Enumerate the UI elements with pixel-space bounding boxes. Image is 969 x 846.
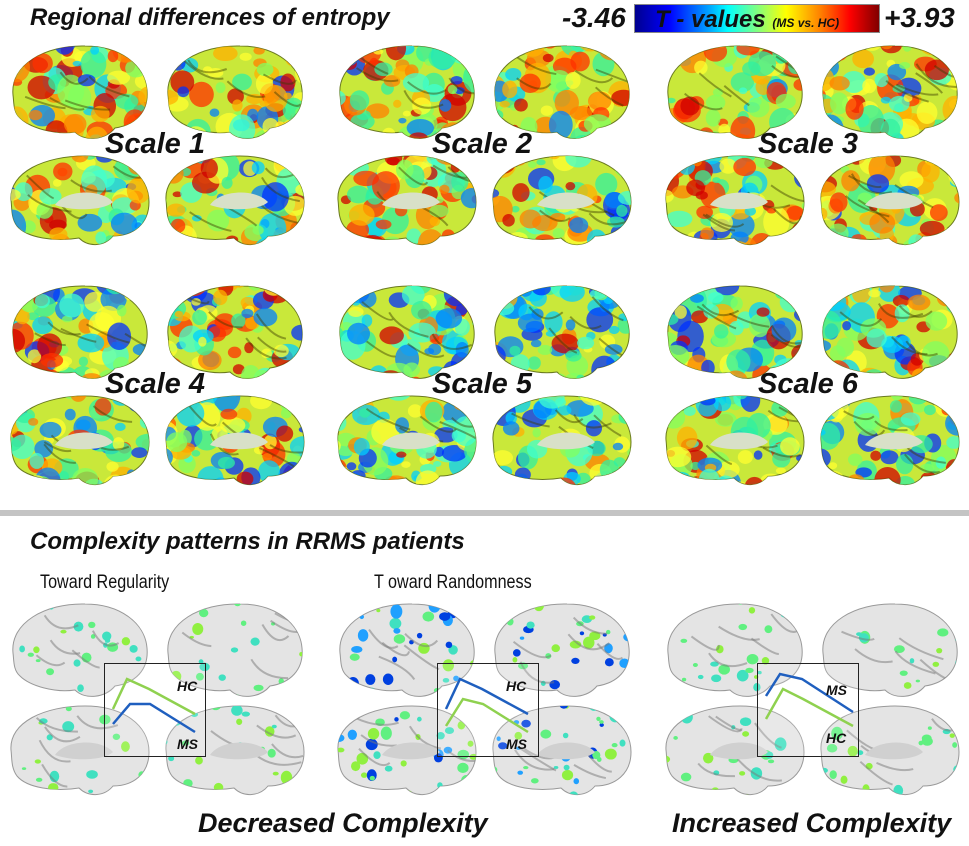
medial-brain-view	[165, 395, 305, 485]
medial-brain-view	[10, 395, 150, 485]
lateral-brain-view	[339, 45, 475, 139]
scale-label: Scale 4	[105, 368, 205, 400]
group-subtitle: Toward Regularity	[40, 572, 170, 593]
lateral-brain-view	[12, 45, 148, 139]
medial-brain-view	[820, 705, 960, 795]
panel-divider	[0, 510, 969, 516]
colorbar-label: T - values (MS vs. HC)	[655, 6, 840, 33]
lateral-brain-view	[494, 285, 630, 379]
trend-inset-randomness: HC MS	[437, 663, 539, 757]
lateral-brain-view	[822, 603, 958, 697]
lateral-brain-view	[12, 285, 148, 379]
hc-line	[764, 687, 854, 728]
lateral-brain-view	[167, 603, 303, 697]
inset-label-hc: HC	[506, 678, 527, 694]
inset-label-ms: MS	[506, 736, 527, 752]
colorbar-max-label: +3.93	[884, 2, 955, 33]
medial-brain-view	[665, 705, 805, 795]
medial-brain-view	[665, 395, 805, 485]
inset-label-hc: HC	[177, 678, 198, 694]
medial-brain-view	[492, 155, 632, 245]
lateral-brain-view	[667, 45, 803, 139]
lateral-brain-view	[339, 603, 475, 697]
hc-line	[111, 677, 196, 716]
scale-label: Scale 6	[758, 368, 858, 400]
lateral-brain-view	[167, 285, 303, 379]
top-panel-title: Regional differences of entropy	[30, 4, 390, 31]
hc-line	[444, 697, 529, 734]
inset-label-hc: HC	[826, 730, 847, 746]
lateral-brain-view	[339, 285, 475, 379]
inset-label-ms: MS	[177, 736, 198, 752]
lateral-brain-view	[822, 285, 958, 379]
medial-brain-view	[337, 155, 477, 245]
lateral-brain-view	[667, 285, 803, 379]
medial-brain-view	[337, 395, 477, 485]
bottom-panel-title: Complexity patterns in RRMS patients	[30, 528, 465, 555]
ms-line	[444, 677, 529, 716]
medial-brain-view	[820, 395, 960, 485]
colorbar-min-label: -3.46	[562, 2, 626, 33]
scale-label: Scale 5	[432, 368, 532, 400]
trend-inset-regularity: HC MS	[104, 663, 206, 757]
ms-line	[764, 672, 854, 714]
medial-brain-view	[665, 155, 805, 245]
increased-complexity-label: Increased Complexity	[672, 808, 952, 838]
colorbar: T - values (MS vs. HC)	[634, 4, 880, 33]
medial-brain-view	[165, 155, 305, 245]
medial-brain-view	[820, 155, 960, 245]
medial-brain-view	[10, 155, 150, 245]
lateral-brain-view	[494, 603, 630, 697]
medial-brain-view	[10, 705, 150, 795]
lateral-brain-view	[167, 45, 303, 139]
group-subtitle: T oward Randomness	[374, 572, 532, 593]
medial-brain-view	[337, 705, 477, 795]
decreased-complexity-label: Decreased Complexity	[198, 808, 488, 838]
medial-brain-view	[165, 705, 305, 795]
trend-inset-increased: MS HC	[757, 663, 859, 757]
inset-label-ms: MS	[826, 682, 847, 698]
scale-label: Scale 1	[105, 128, 205, 160]
lateral-brain-view	[494, 45, 630, 139]
medial-brain-view	[492, 395, 632, 485]
lateral-brain-view	[667, 603, 803, 697]
ms-line	[112, 702, 196, 734]
scale-label: Scale 2	[432, 128, 532, 160]
lateral-brain-view	[822, 45, 958, 139]
scale-label: Scale 3	[758, 128, 858, 160]
medial-brain-view	[492, 705, 632, 795]
